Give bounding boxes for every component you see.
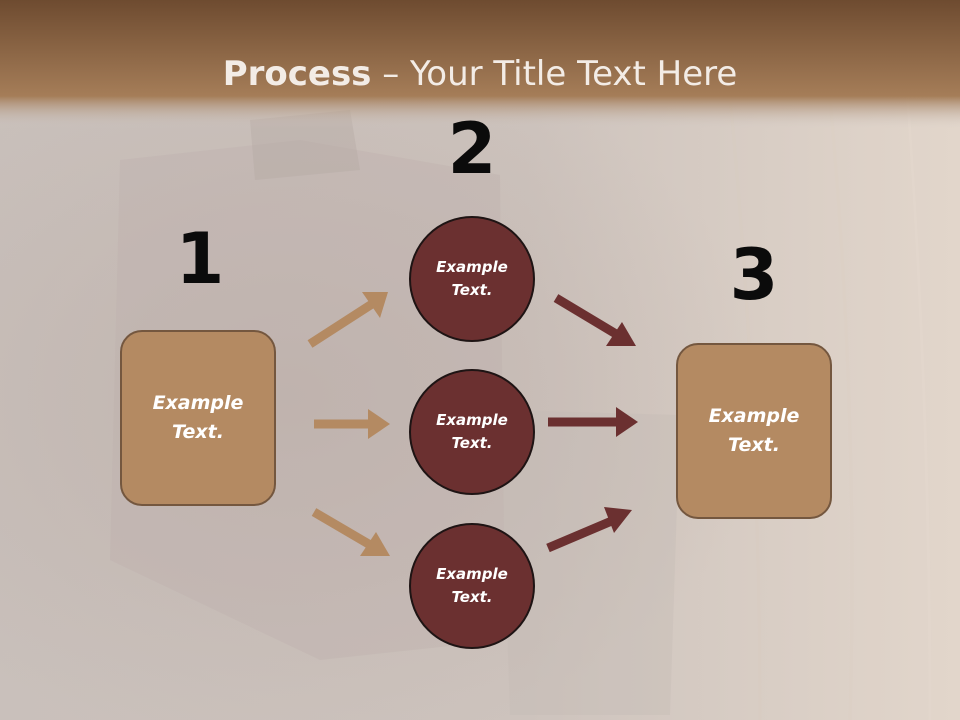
arrow-from-top-circle [553, 294, 636, 346]
arrow-from-bottom-circle [546, 507, 632, 553]
title-bold: Process [222, 54, 372, 94]
arrow-from-middle-circle [548, 407, 638, 437]
step-1-number: 1 [175, 218, 225, 300]
step-3-box: Example Text. [676, 343, 832, 519]
circle-top-text: Example Text. [436, 258, 508, 299]
step-1-box: Example Text. [120, 330, 276, 506]
step-2-circle-top: Example Text. [409, 216, 535, 342]
slide-title: Process – Your Title Text Here [0, 52, 960, 96]
title-rest: – Your Title Text Here [371, 54, 738, 94]
step-2-number: 2 [447, 108, 497, 190]
step-3-text: Example Text. [708, 405, 800, 456]
step-1-text: Example Text. [152, 392, 244, 443]
step-3-number: 3 [729, 234, 779, 316]
arrow-to-bottom-circle [311, 508, 390, 556]
step-2-circle-middle: Example Text. [409, 369, 535, 495]
circle-bottom-text: Example Text. [436, 565, 508, 606]
arrow-to-top-circle [307, 292, 388, 348]
circle-middle-text: Example Text. [436, 411, 508, 452]
arrow-to-middle-circle [314, 409, 390, 439]
step-2-circle-bottom: Example Text. [409, 523, 535, 649]
